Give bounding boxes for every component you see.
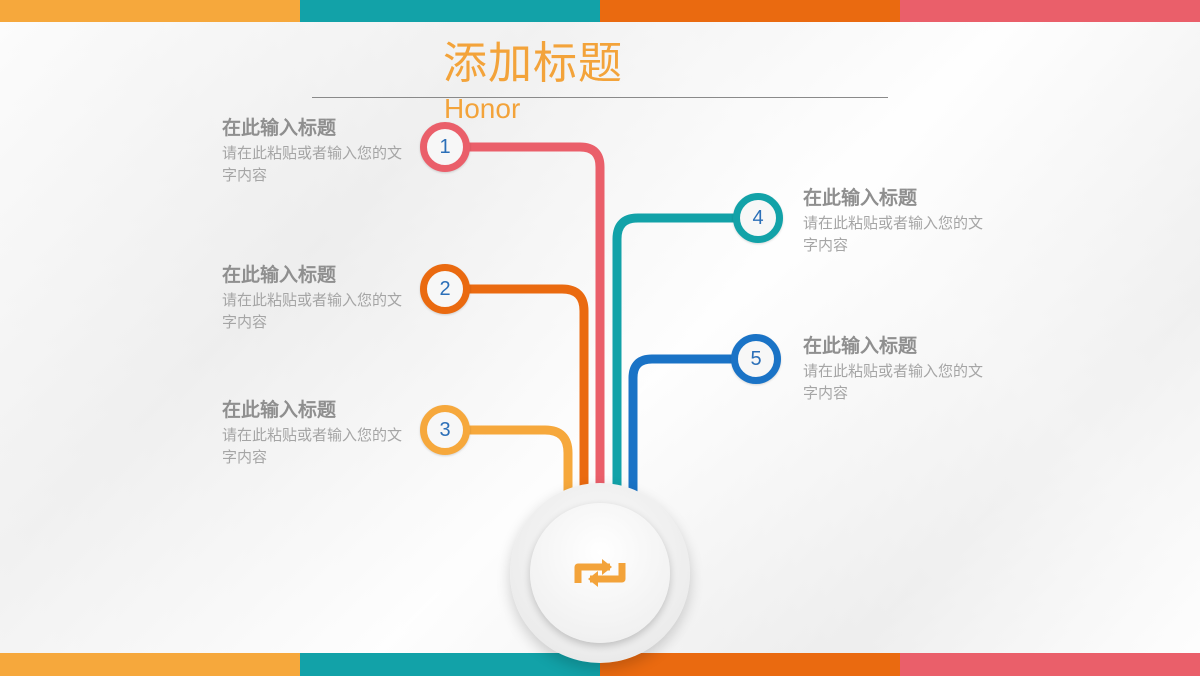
item-heading: 在此输入标题 bbox=[222, 399, 337, 421]
item-text: 请在此粘贴或者输入您的文字内容 bbox=[222, 144, 403, 184]
bar-segment bbox=[600, 653, 900, 676]
item-5: 在此输入标题 请在此粘贴或者输入您的文字内容 bbox=[803, 332, 1003, 404]
step-badge-1: 1 bbox=[420, 122, 470, 172]
page-title: 添加标题 bbox=[443, 38, 623, 89]
connector-line-4 bbox=[612, 213, 763, 510]
item-1: 在此输入标题 请在此粘贴或者输入您的文字内容 bbox=[222, 114, 422, 186]
swap-arrows-icon bbox=[574, 559, 626, 587]
item-text: 请在此粘贴或者输入您的文字内容 bbox=[222, 426, 403, 466]
hub-button bbox=[530, 503, 670, 643]
bar-segment bbox=[300, 653, 600, 676]
step-badge-2: 2 bbox=[420, 264, 470, 314]
item-heading: 在此输入标题 bbox=[803, 187, 918, 209]
connector-line-3 bbox=[440, 425, 573, 510]
bottom-color-bar bbox=[0, 653, 1200, 676]
connector-line-1 bbox=[440, 142, 605, 510]
item-3: 在此输入标题 请在此粘贴或者输入您的文字内容 bbox=[222, 396, 422, 468]
page-subtitle: Honor bbox=[444, 93, 521, 124]
step-badge-3: 3 bbox=[420, 405, 470, 455]
item-text: 请在此粘贴或者输入您的文字内容 bbox=[803, 362, 984, 402]
bar-segment bbox=[600, 0, 900, 22]
top-color-bar bbox=[0, 0, 1200, 22]
item-4: 在此输入标题 请在此粘贴或者输入您的文字内容 bbox=[803, 184, 1003, 256]
bar-segment bbox=[0, 653, 300, 676]
bar-segment bbox=[0, 0, 300, 22]
bar-segment bbox=[900, 0, 1200, 22]
step-badge-4: 4 bbox=[733, 193, 783, 243]
item-text: 请在此粘贴或者输入您的文字内容 bbox=[803, 214, 984, 254]
item-heading: 在此输入标题 bbox=[803, 335, 918, 357]
connector-line-5 bbox=[628, 354, 757, 510]
item-heading: 在此输入标题 bbox=[222, 117, 337, 139]
item-text: 请在此粘贴或者输入您的文字内容 bbox=[222, 291, 403, 331]
item-2: 在此输入标题 请在此粘贴或者输入您的文字内容 bbox=[222, 261, 422, 333]
step-badge-5: 5 bbox=[731, 334, 781, 384]
item-heading: 在此输入标题 bbox=[222, 264, 337, 286]
title-divider bbox=[312, 97, 888, 98]
bar-segment bbox=[300, 0, 600, 22]
bar-segment bbox=[900, 653, 1200, 676]
connector-line-2 bbox=[440, 284, 589, 510]
